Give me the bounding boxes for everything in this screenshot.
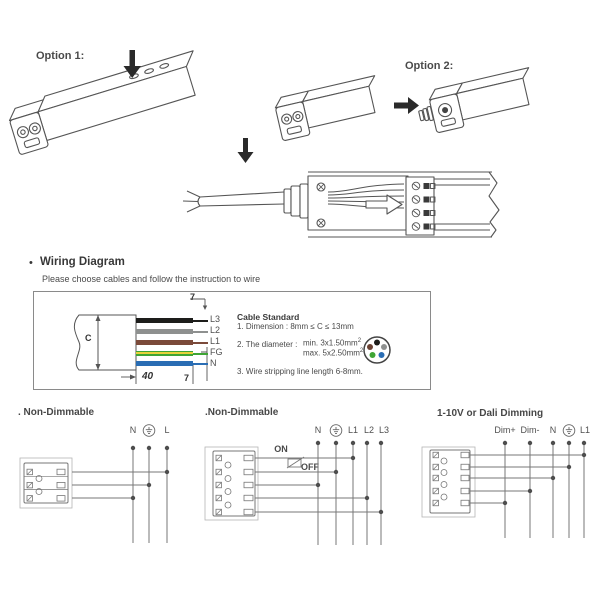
wire-l2-tip — [193, 330, 208, 333]
schematic2-terminal-l2: L2 — [363, 425, 375, 435]
wire-label-l3: L3 — [210, 314, 221, 324]
wire-label-l1: L1 — [210, 336, 221, 346]
schematic3-title: 1-10V or Dali Dimming — [437, 408, 544, 419]
wire-l3 — [136, 317, 193, 323]
wire-l3-tip — [193, 319, 208, 322]
wire-n-tip — [193, 362, 208, 365]
schematic3-terminal-dim-minus: Dim- — [520, 425, 540, 435]
wiring-diagram-title: Wiring Diagram — [40, 256, 125, 268]
wire-n — [136, 360, 193, 366]
section-bullet: • — [29, 257, 33, 269]
schematic1-title: . Non-Dimmable — [18, 407, 95, 418]
option2-label: Option 2: — [405, 60, 454, 72]
cable-standard-min: min. 3x1.50mm2 — [303, 338, 362, 348]
step-down-arrow-icon — [237, 138, 254, 163]
wire-fg-tip — [193, 352, 208, 355]
dimension-7-bottom-label: 7 — [184, 373, 190, 383]
option1-label: Option 1: — [36, 50, 85, 62]
wire-fg-stripe — [136, 352, 193, 354]
press-down-arrow-icon — [123, 50, 141, 78]
option1-fixture-illustration — [8, 50, 196, 155]
schematic2-lines — [204, 440, 384, 545]
terminal-block-detail — [411, 181, 436, 231]
schematic2-terminal-n: N — [314, 425, 322, 435]
schematic1-lines — [19, 445, 170, 543]
cable-standard-item1: 1. Dimension : 8mm ≤ C ≤ 13mm — [237, 322, 354, 331]
dimension-c-label: C — [85, 333, 92, 343]
wiring-detail-illustration — [182, 171, 500, 238]
schematic-non-dimmable-5wire: .Non-Dimmable N L1 L2 L3 ON OFF — [200, 405, 410, 565]
wire-label-n: N — [210, 358, 217, 368]
cable-standard-item3: 3. Wire stripping line length 6-8mm. — [237, 367, 363, 376]
option2-fixture-before-illustration — [274, 75, 376, 141]
transform-right-arrow-icon — [394, 97, 419, 114]
schematic1-terminal-n: N — [129, 425, 137, 435]
dimension-7-top-label: 7 — [190, 292, 196, 302]
schematic2-terminal-l1: L1 — [347, 425, 359, 435]
wire-l1-tip — [193, 341, 208, 344]
cable-standard-max: max. 5x2.50mm2 — [303, 348, 364, 358]
switch-off-label: OFF — [301, 462, 319, 472]
insert-direction-arrow-icon — [365, 194, 403, 215]
wire-label-fg: FG — [210, 347, 223, 357]
schematic-non-dimmable-3wire: . Non-Dimmable N L — [10, 405, 200, 555]
wire-fg — [136, 350, 193, 356]
option2-fixture-after-illustration — [418, 67, 530, 133]
cable-strip-diagram — [73, 298, 208, 384]
wire-l2 — [136, 328, 193, 334]
schematic2-title: .Non-Dimmable — [205, 407, 279, 418]
schematic3-terminal-dim-plus: Dim+ — [494, 425, 516, 435]
wire-label-l2: L2 — [210, 325, 221, 335]
cable-standard-item2: 2. The diameter : — [237, 340, 298, 349]
switch-on-label: ON — [274, 444, 288, 454]
mounting-illustrations — [8, 50, 530, 238]
earth-icon — [562, 424, 576, 437]
dimension-40-label: 40 — [142, 371, 154, 382]
cable-cross-section-icon — [363, 336, 391, 364]
schematic3-terminal-n: N — [549, 425, 557, 435]
earth-icon — [142, 424, 156, 437]
schematic-dali-dimming: 1-10V or Dali Dimming Dim+ Dim- N L1 — [410, 405, 600, 565]
schematic3-terminal-l1: L1 — [579, 425, 591, 435]
schematic2-terminal-l3: L3 — [378, 425, 390, 435]
cable-standard-heading: Cable Standard — [237, 312, 300, 322]
wire-l1 — [136, 339, 193, 345]
schematic3-lines — [421, 440, 587, 538]
earth-icon — [329, 424, 343, 437]
wiring-diagram-subtitle: Please choose cables and follow the inst… — [42, 274, 261, 284]
schematic1-terminal-l: L — [164, 425, 170, 435]
